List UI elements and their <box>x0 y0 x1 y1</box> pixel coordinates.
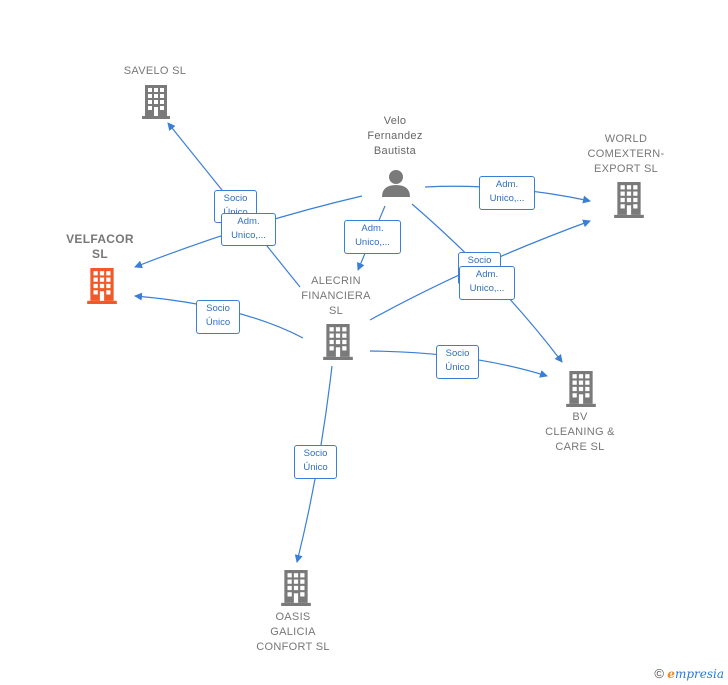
node-label-alecrin[interactable]: ALECRIN FINANCIERA SL <box>301 275 371 317</box>
edge-badge-alecrin-velfacor[interactable]: Socio Único <box>196 300 240 334</box>
node-label-oasis[interactable]: OASIS GALICIA CONFORT SL <box>256 611 330 653</box>
bv-building-icon[interactable] <box>566 371 596 407</box>
edge-badge-alecrin-world[interactable]: Adm. Unico,... <box>459 266 515 300</box>
savelo-building-icon[interactable] <box>142 85 170 119</box>
velo-person-icon[interactable] <box>382 170 410 197</box>
edge-badge-alecrin-oasis[interactable]: Socio Único <box>294 445 337 479</box>
edge-badge-alecrin-bv[interactable]: Socio Único <box>436 345 479 379</box>
node-label-savelo[interactable]: SAVELO SL <box>123 65 187 77</box>
edge-badge-velo-velfacor[interactable]: Adm. Unico,... <box>221 213 276 246</box>
brand-logo: empresia <box>667 667 724 681</box>
oasis-building-icon[interactable] <box>281 570 311 606</box>
edge-badge-velo-world[interactable]: Adm. Unico,... <box>479 176 535 210</box>
node-label-velo[interactable]: Velo Fernandez Bautista <box>367 115 423 157</box>
alecrin-building-icon[interactable] <box>323 324 353 360</box>
velfacor-building-icon[interactable] <box>87 268 117 304</box>
world-building-icon[interactable] <box>614 182 644 218</box>
edge-badge-velo-alecrin[interactable]: Adm. Unico,... <box>344 220 401 254</box>
node-label-world[interactable]: WORLD COMEXTERN- EXPORT SL <box>587 133 665 175</box>
node-label-velfacor[interactable]: VELFACOR SL <box>66 232 134 261</box>
footer-brand: © empresia <box>654 666 724 681</box>
copyright-symbol: © <box>654 666 664 681</box>
node-label-bv[interactable]: BV CLEANING & CARE SL <box>545 411 615 453</box>
